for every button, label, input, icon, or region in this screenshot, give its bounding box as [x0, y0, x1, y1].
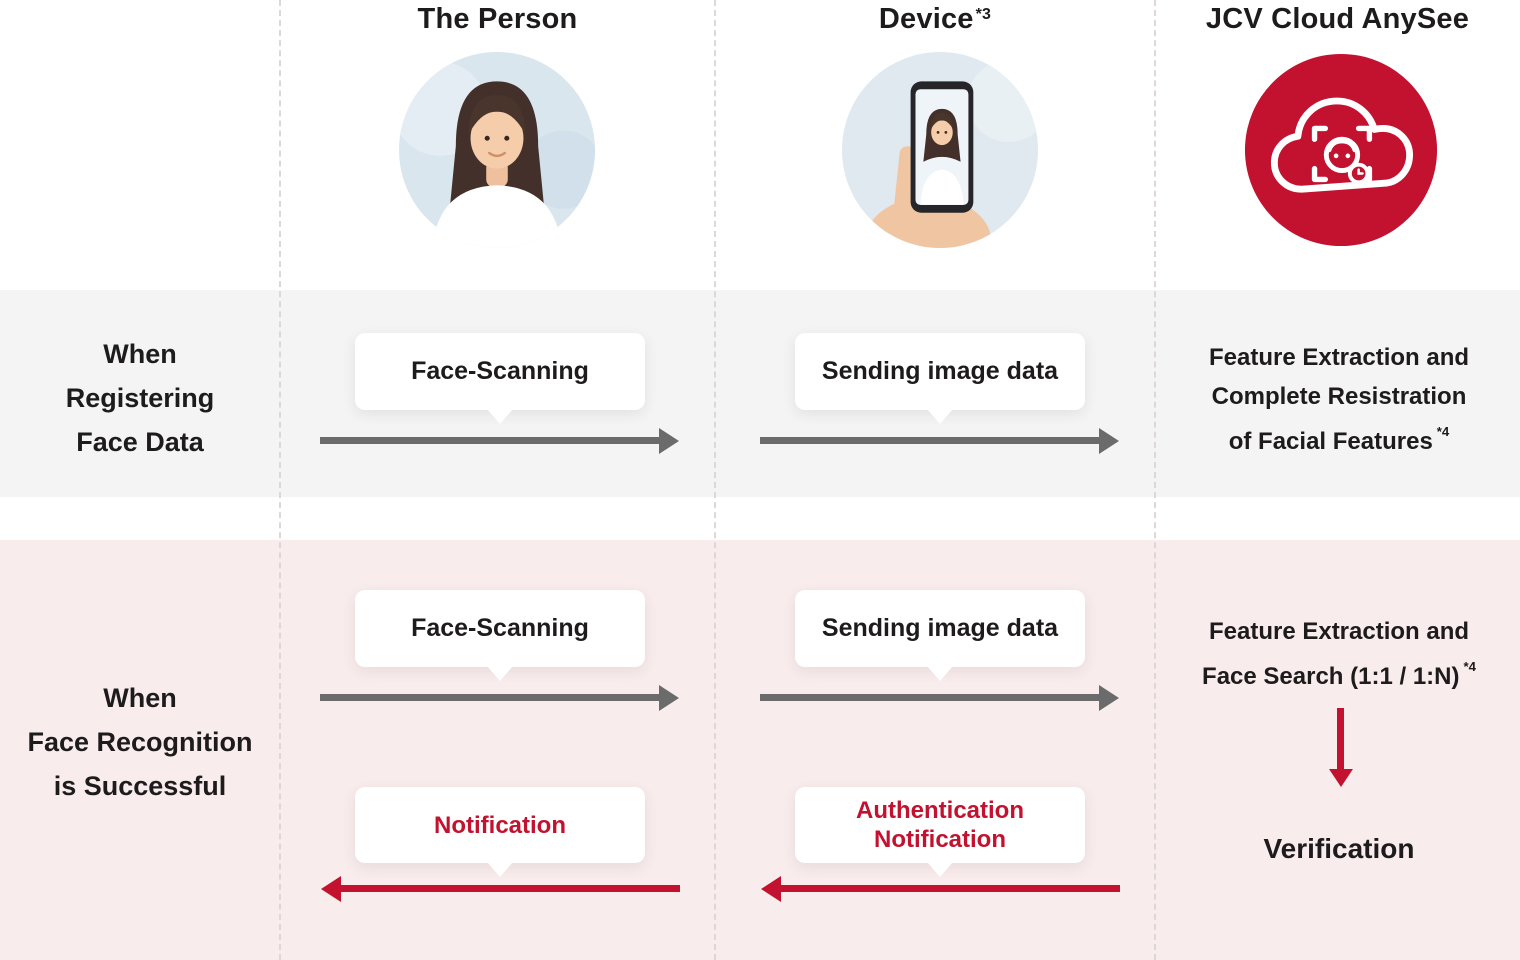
registering-device-to-cloud-arrow	[760, 437, 1100, 444]
recognition-row-label: When Face Recognition is Successful	[27, 683, 253, 801]
notification-bubble: Notification	[355, 787, 645, 863]
device-footnote-marker: *3	[975, 6, 992, 23]
authentication-notification-label: Authentication Notification	[856, 797, 1024, 853]
recognition-cloud-footnote-marker: *4	[1463, 659, 1476, 674]
device-to-person-return-arrow	[340, 885, 680, 892]
column-title-person: The Person	[280, 0, 715, 38]
registering-cloud-result-label: Feature Extraction and Complete Resistra…	[1208, 344, 1470, 455]
registering-cloud-result-text: Feature Extraction and Complete Resistra…	[1160, 338, 1518, 461]
column-separator-2	[714, 0, 716, 960]
cloud-face-scan-icon	[1244, 53, 1438, 247]
registering-cloud-footnote-marker: *4	[1436, 424, 1450, 439]
recognition-device-to-cloud-arrow	[760, 694, 1100, 701]
verification-down-arrow	[1337, 708, 1344, 770]
recognition-sending-image-label: Sending image data	[821, 614, 1059, 642]
column-separator-3	[1154, 0, 1156, 960]
recognition-row-band	[0, 540, 1520, 960]
person-avatar	[399, 52, 595, 248]
registering-row-band	[0, 290, 1520, 497]
device-avatar	[842, 52, 1038, 248]
column-title-device: Device*3	[715, 0, 1155, 38]
recognition-cloud-search-text: Feature Extraction and Face Search (1:1 …	[1160, 612, 1518, 696]
verification-label: Verification	[1263, 833, 1415, 864]
registering-row-label: When Registering Face Data	[65, 339, 215, 457]
person-title-label: The Person	[417, 2, 578, 35]
recognition-person-to-device-arrow	[320, 694, 660, 701]
notification-label: Notification	[434, 811, 566, 839]
recognition-face-scanning-bubble: Face-Scanning	[355, 590, 645, 667]
woman-portrait-image	[399, 52, 595, 248]
recognition-cloud-search-label: Feature Extraction and Face Search (1:1 …	[1202, 618, 1470, 690]
cloud-anysee-badge	[1243, 52, 1439, 248]
column-title-cloud: JCV Cloud AnySee	[1155, 0, 1520, 38]
registering-face-scanning-bubble: Face-Scanning	[355, 333, 645, 410]
recognition-sending-image-bubble: Sending image data	[795, 590, 1085, 667]
device-title-label: Device	[878, 2, 974, 35]
registering-face-scanning-label: Face-Scanning	[411, 357, 589, 385]
cloud-to-device-return-arrow	[780, 885, 1120, 892]
cloud-title-label: JCV Cloud AnySee	[1205, 2, 1470, 35]
column-separator-1	[279, 0, 281, 960]
recognition-face-scanning-label: Face-Scanning	[411, 614, 589, 642]
authentication-notification-bubble: Authentication Notification	[795, 787, 1085, 863]
registering-sending-image-bubble: Sending image data	[795, 333, 1085, 410]
registering-sending-image-label: Sending image data	[821, 357, 1059, 385]
smartphone-in-hand-image	[842, 52, 1038, 248]
registering-person-to-device-arrow	[320, 437, 660, 444]
